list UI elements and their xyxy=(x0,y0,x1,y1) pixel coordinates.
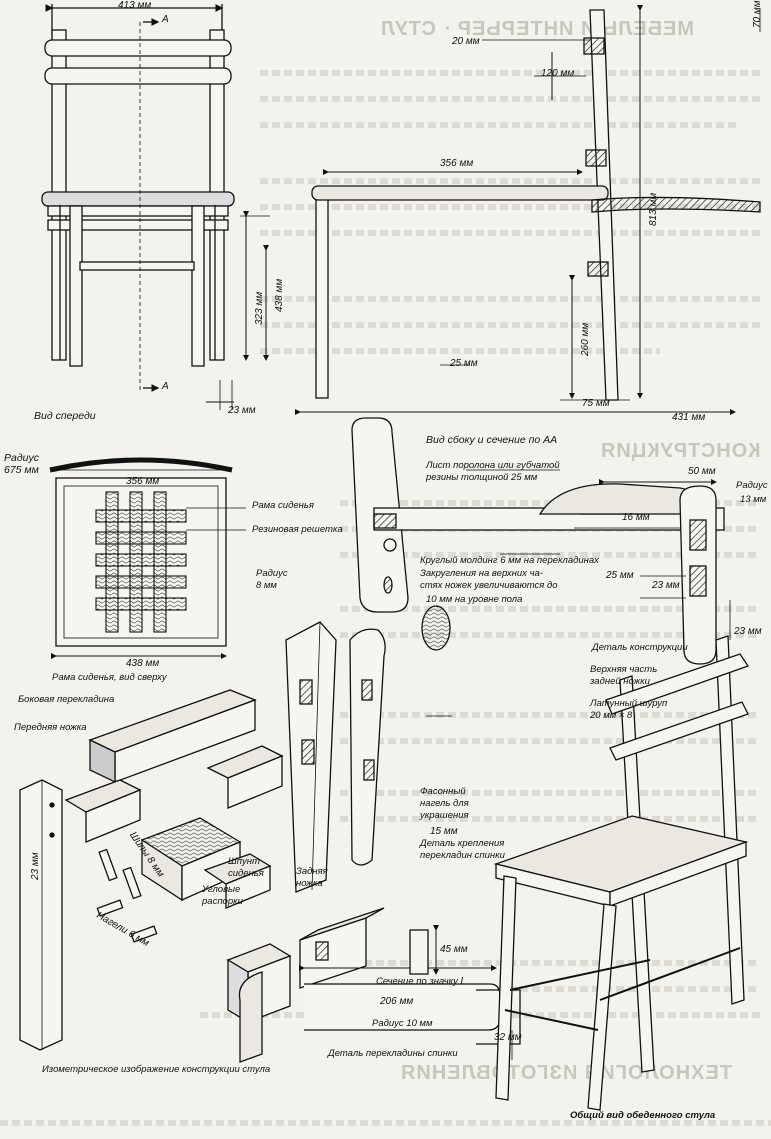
isometric-caption: Изометрическое изображение конструкции с… xyxy=(42,1064,271,1075)
seat-width-dim: 356 мм xyxy=(126,476,160,487)
iso-side-rail-label: Боковая перекладина xyxy=(18,694,115,705)
iso-braces-label: Угловые распорки xyxy=(202,884,243,907)
side-view-caption: Вид сбоку и сечение по АА xyxy=(426,434,558,446)
side-top-dim: 70 мм xyxy=(752,0,763,28)
iso-w15-dim: 15 мм xyxy=(430,826,458,837)
side-depth-dim: 356 мм xyxy=(440,158,474,169)
section-marker-top: А xyxy=(162,14,169,25)
detail-radius-value: 13 мм xyxy=(740,494,767,505)
seat-frame-label: Рама сиденья xyxy=(252,500,314,511)
iso-tenon-label: Шпунт сиденья xyxy=(228,856,264,879)
back-rail-detail-caption: Деталь перекладины спинки xyxy=(328,1048,458,1059)
floor-level-label: 10 мм на уровне пола xyxy=(426,594,523,605)
foam-sheet-label: Лист поролона или губчатой резины толщин… xyxy=(426,460,560,483)
front-view-caption: Вид спереди xyxy=(34,410,96,422)
front-view xyxy=(41,4,270,410)
side-lower-height-dim: 260 мм xyxy=(580,322,591,356)
seat-radius-value: 675 мм xyxy=(4,464,39,476)
general-view-caption: Общий вид обеденного стула xyxy=(570,1110,716,1121)
side-back-gap-dim: 120 мм xyxy=(541,68,575,79)
front-leg-dim: 23 мм xyxy=(228,405,256,416)
iso-w206-dim: 206 мм xyxy=(380,996,414,1007)
iso-radius10-label: Радиус 10 мм xyxy=(372,1018,433,1029)
corner-radius-label: Радиус xyxy=(256,568,288,579)
brass-screw-label: Латунный шуруп 20 мм × 8 xyxy=(590,698,668,721)
dowel-molding-label: Круглый молдинг 6 мм на перекладинах xyxy=(420,555,599,566)
iso-h45-dim: 45 мм xyxy=(440,944,468,955)
seat-depth-dim: 438 мм xyxy=(126,658,160,669)
front-width-dim: 413 мм xyxy=(118,0,152,11)
back-rail-attach-label: Деталь крепления перекладин спинки xyxy=(420,838,505,861)
front-seat-total-dim: 438 мм xyxy=(274,278,285,312)
detail-w25-dim: 25 мм xyxy=(606,570,634,581)
section-marker-bottom: А xyxy=(162,381,169,392)
side-foot-dim: 25 мм xyxy=(450,358,478,369)
side-view xyxy=(295,5,761,415)
side-base-depth-dim: 431 мм xyxy=(672,412,706,423)
isometric-exploded xyxy=(19,605,521,1063)
detail-w23b-dim: 23 мм xyxy=(734,626,762,637)
iso-front-leg-label: Передняя ножка xyxy=(14,722,87,733)
detail-w23a-dim: 23 мм xyxy=(652,580,680,591)
detail-radius-label: Радиус xyxy=(736,480,768,491)
front-seat-height-dim: 323 мм xyxy=(254,291,265,325)
section-label: Сечение по значку Ⅰ xyxy=(376,976,464,987)
side-top-offset-dim: 20 мм xyxy=(452,36,480,47)
seat-frame-top-view xyxy=(49,457,246,659)
detail-w16-dim: 16 мм xyxy=(622,512,650,523)
rubber-grid-label: Резиновая решетка xyxy=(252,524,343,535)
shaped-dowel-label: Фасонный нагель для украшения xyxy=(420,786,469,821)
side-leg-base-dim: 75 мм xyxy=(582,398,610,409)
general-view-chair xyxy=(493,635,750,1111)
rounding-label: Закругления на верхних ча- стях ножек ув… xyxy=(420,568,558,591)
side-total-height-dim: 813 мм xyxy=(648,192,659,226)
corner-radius-value: 8 мм xyxy=(256,580,277,591)
iso-h32-dim: 32 мм xyxy=(494,1032,522,1043)
seat-radius-label: Радиус xyxy=(4,452,39,464)
iso-frame-top-label: Рама сиденья, вид сверху xyxy=(52,672,167,683)
iso-rear-leg-label: Задняя ножка xyxy=(296,866,328,889)
construction-detail-caption: Деталь конструкции xyxy=(592,642,688,653)
iso-leg-dim: 23 мм xyxy=(30,852,41,880)
detail-top-width-dim: 50 мм xyxy=(688,466,716,477)
construction-detail xyxy=(351,417,731,665)
back-leg-top-label: Верхняя часть задней ножки xyxy=(590,664,658,687)
